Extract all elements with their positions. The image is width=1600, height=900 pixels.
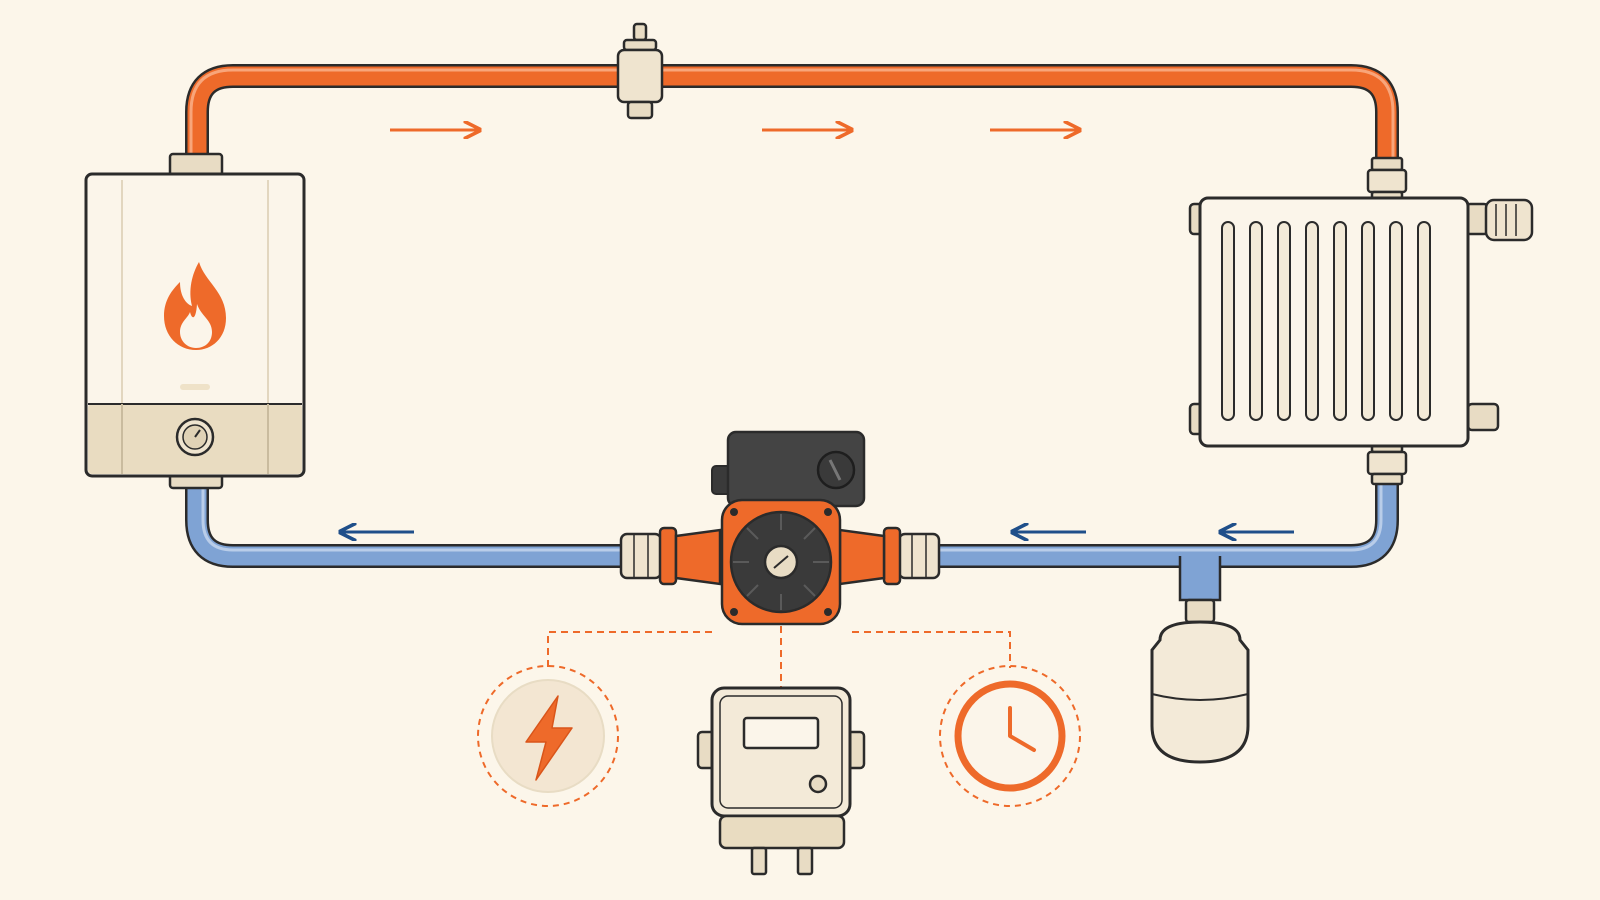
circulator-pump <box>619 430 941 626</box>
timer-connector <box>852 631 1011 668</box>
flame-icon <box>164 262 226 350</box>
power-connector <box>547 631 712 668</box>
supply-pipe <box>185 64 1399 158</box>
pressure-gauge-icon <box>175 417 215 457</box>
pump-terminal-box <box>711 430 866 508</box>
lightning-bolt-icon <box>525 695 573 781</box>
radiator-fins <box>1221 221 1431 421</box>
radiator <box>1188 156 1534 486</box>
thermostatic-valve-icon <box>1464 198 1534 242</box>
pump-connections <box>547 626 1011 688</box>
air-vent-icon <box>616 22 664 120</box>
controller-knob <box>808 774 828 794</box>
boiler <box>84 152 306 490</box>
controller-display <box>742 716 820 750</box>
power-supply <box>477 665 619 807</box>
clock-icon <box>954 680 1066 792</box>
timer <box>939 665 1081 807</box>
pump-controller <box>696 686 866 876</box>
expansion-vessel <box>1150 556 1250 764</box>
